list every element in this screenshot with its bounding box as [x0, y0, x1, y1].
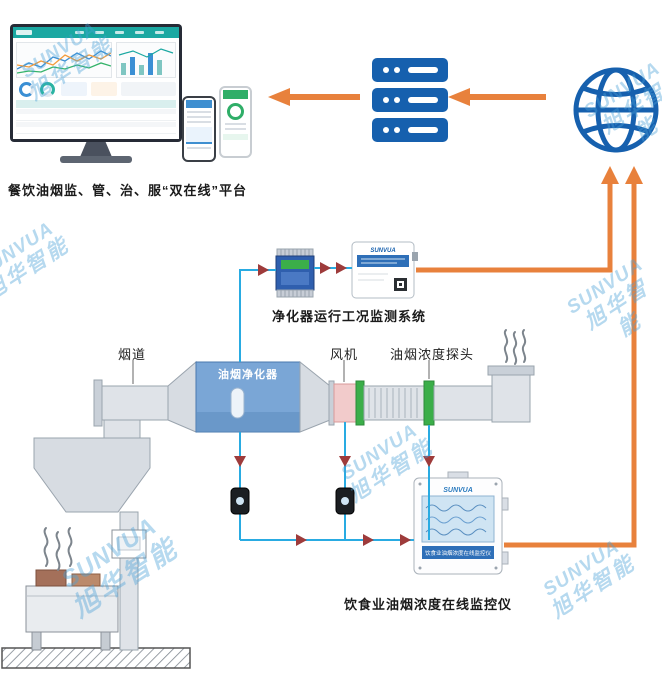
kitchen-floor-hatch	[1, 647, 191, 669]
dashboard-line-chart-2	[116, 42, 176, 78]
device-screen	[421, 495, 495, 543]
dashboard-table-row	[16, 128, 176, 134]
dashboard-table-row	[16, 122, 176, 127]
mobile-phone-app-2	[219, 86, 252, 158]
dashboard-header-bar	[13, 27, 179, 38]
column-junction-box	[111, 529, 147, 559]
nav-dot	[75, 31, 84, 34]
monitor-stand	[80, 142, 112, 157]
dashboard-table-row	[16, 115, 176, 121]
globe-icon	[573, 67, 659, 153]
fan-section	[333, 383, 357, 423]
oil-fume-purifier	[195, 361, 301, 433]
nav-dot	[115, 31, 124, 34]
dashboard-gauge-2	[40, 82, 55, 97]
fan-label: 风机	[330, 347, 359, 362]
phone2-text-line	[225, 128, 246, 130]
arrow-server-to-platform	[268, 88, 360, 106]
mobile-phone-app-1	[182, 96, 216, 162]
phone2-header	[223, 90, 248, 99]
flexible-duct	[363, 385, 425, 421]
server-stack-icon	[372, 58, 448, 142]
steam-outlet-icon	[503, 329, 527, 365]
phone2-text-line	[225, 123, 246, 125]
nav-dot	[135, 31, 144, 34]
exhaust-hood	[33, 417, 151, 513]
flue-duct	[93, 360, 197, 433]
phone2-footer	[223, 134, 248, 140]
dashboard-line-chart-1	[16, 42, 112, 78]
signal-arrowheads	[234, 262, 435, 546]
device-brand-text: SUNVUA	[443, 487, 473, 494]
terminal-sensor-module	[275, 248, 315, 298]
outlet-duct	[299, 360, 535, 433]
dashboard-table	[16, 100, 176, 136]
collector-brand-text: SUNVUA	[370, 248, 395, 254]
fume-probe	[423, 380, 435, 426]
arrows-orange	[268, 88, 643, 548]
phone1-chart	[186, 127, 212, 144]
nav-dot	[95, 31, 104, 34]
phone1-text-line	[187, 116, 211, 118]
link-device-to-globe	[504, 166, 643, 548]
monitor-device-caption: 饮食业油烟浓度在线监控仪	[344, 597, 513, 612]
stove	[25, 569, 119, 651]
phone1-text-line	[187, 121, 211, 123]
dashboard-screen	[13, 27, 179, 139]
probe-label: 油烟浓度探头	[390, 347, 475, 362]
label-leader-lines	[132, 360, 430, 384]
purifier-label: 油烟净化器	[218, 369, 278, 381]
monitor-base	[60, 156, 132, 163]
ct-clamps	[230, 487, 355, 515]
phone1-header	[186, 100, 212, 108]
link-collector-to-globe	[416, 166, 619, 273]
phone2-gauge	[227, 103, 244, 120]
steam-stove-icon	[43, 527, 73, 571]
dashboard-stat-card	[121, 82, 176, 96]
platform-monitor	[10, 24, 182, 142]
platform-caption: 餐饮油烟监、管、治、服“双在线”平台	[8, 183, 248, 198]
dashboard-gauge-1	[19, 82, 34, 97]
dashboard-table-row	[16, 109, 176, 114]
green-collar-1	[355, 380, 365, 426]
online-monitor-device: SUNVUA 饮食业油烟浓度在线监控仪	[413, 471, 509, 575]
dashboard-table-header	[16, 100, 176, 108]
data-collector-box: SUNVUA	[351, 241, 418, 299]
dashboard-stat-card	[61, 82, 87, 96]
device-panel-text: 饮食业油烟浓度在线监控仪	[425, 549, 492, 557]
phone1-text-line	[187, 111, 211, 113]
nav-dot	[155, 31, 164, 34]
flue-label: 烟道	[118, 347, 147, 362]
phone1-text-line	[187, 147, 211, 149]
dashboard-stat-card	[91, 82, 117, 96]
dashboard-logo	[16, 30, 32, 35]
purifier-system-caption: 净化器运行工况监测系统	[272, 309, 427, 324]
arrow-globe-to-server	[448, 88, 546, 106]
